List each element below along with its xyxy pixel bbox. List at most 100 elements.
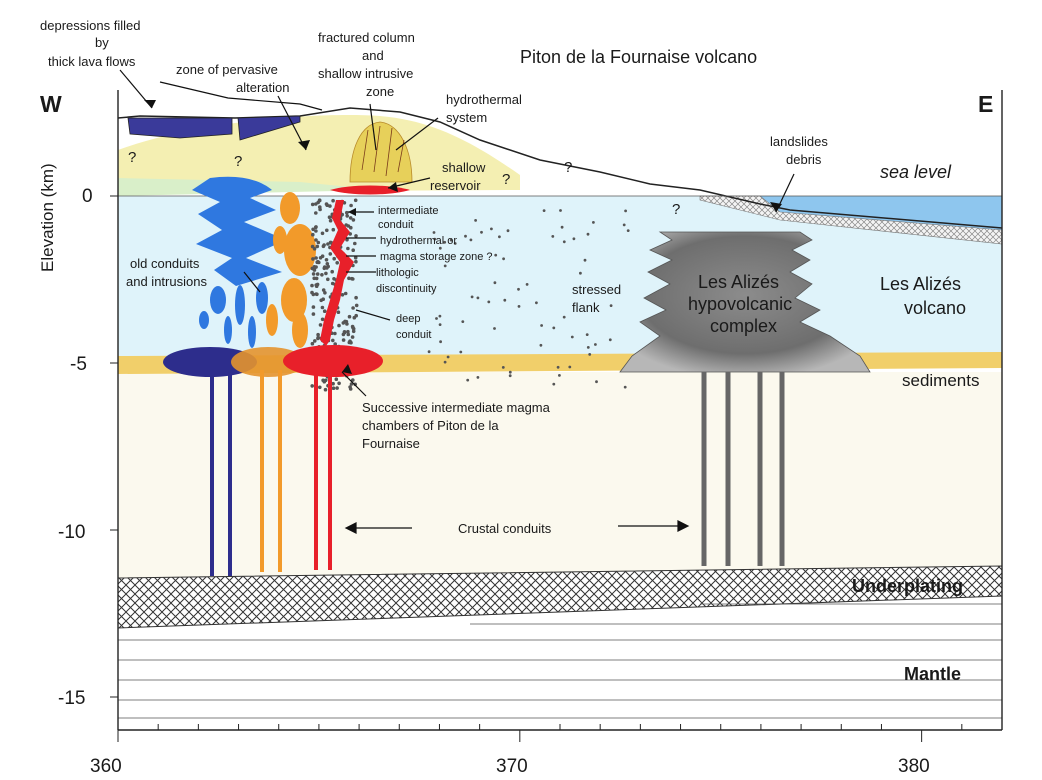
svg-text:system: system — [446, 110, 487, 125]
label-fractured-column: fractured column and shallow intrusive z… — [318, 30, 415, 99]
mantle-lines — [118, 603, 1002, 719]
seismic-dot — [353, 198, 358, 203]
seismic-dot — [346, 246, 350, 251]
seismic-dot — [316, 200, 321, 205]
seismic-dot — [525, 283, 529, 286]
seismic-dot — [560, 225, 564, 229]
lower-crust — [118, 372, 1002, 592]
seismic-dot — [320, 317, 325, 322]
seismic-dot — [310, 384, 315, 388]
seismic-dot — [312, 268, 317, 272]
svg-text:hydrothermal or: hydrothermal or — [380, 235, 457, 247]
seismic-dot — [506, 229, 510, 233]
seismic-dot — [586, 346, 590, 349]
label-shallow-reservoir: shallow reservoir — [430, 160, 486, 193]
seismic-dot — [316, 260, 320, 264]
svg-text:magma storage zone ?: magma storage zone ? — [380, 251, 493, 263]
svg-text:?: ? — [672, 201, 680, 218]
seismic-dot — [585, 333, 589, 336]
lava-depression-1 — [127, 117, 233, 139]
seismic-dot — [354, 313, 359, 318]
seismic-dot — [432, 231, 436, 234]
seismic-dot — [542, 209, 546, 213]
blue-intrusions — [199, 282, 268, 348]
seismic-dot — [493, 327, 496, 330]
seismic-dot — [350, 335, 355, 339]
svg-text:fractured column: fractured column — [318, 30, 415, 45]
seismic-dot — [311, 272, 316, 276]
seismic-dot — [595, 380, 598, 384]
seismic-dot — [331, 381, 335, 386]
crustal-conduits-arrows — [344, 520, 690, 534]
label-hydrothermal: hydrothermal system — [446, 92, 522, 125]
seismic-dot — [517, 305, 521, 308]
alizes-complex-shape — [619, 231, 871, 373]
y-axis-title: Elevation (km) — [38, 163, 57, 272]
seismic-dot — [568, 365, 572, 369]
seismic-dot — [470, 295, 474, 299]
seismic-dot — [320, 231, 325, 236]
svg-text:Les Alizés: Les Alizés — [698, 272, 779, 292]
label-intermediate-conduit: intermediate conduit — [378, 205, 439, 231]
svg-text:landslides: landslides — [770, 134, 828, 149]
seismic-dot — [586, 232, 590, 236]
seismic-dot — [331, 386, 336, 391]
label-alizes-volcano: Les Alizés volcano — [880, 274, 966, 318]
seismic-dot — [540, 324, 543, 327]
seismic-dot — [464, 234, 467, 238]
label-underplating: Underplating — [852, 576, 963, 596]
seismic-dot — [570, 335, 574, 339]
seismic-dot — [334, 377, 339, 382]
seismic-dot — [552, 326, 556, 330]
seismic-dot — [340, 293, 345, 297]
seismic-dot — [354, 295, 358, 300]
seismic-dot — [330, 269, 335, 274]
seismic-dot — [556, 365, 560, 369]
label-storage-zone: hydrothermal or magma storage zone ? — [380, 235, 493, 263]
seismic-dot — [318, 385, 322, 390]
svg-text:flank: flank — [572, 300, 600, 315]
svg-text:?: ? — [502, 171, 510, 188]
seismic-dot — [310, 283, 314, 288]
x-tick-label-380: 380 — [898, 756, 930, 777]
seismic-dot — [476, 376, 480, 379]
seismic-dot — [438, 323, 442, 326]
svg-text:and: and — [362, 48, 384, 63]
seismic-dot — [443, 240, 447, 244]
seismic-dot — [311, 292, 316, 297]
seismic-dot — [350, 324, 355, 329]
seismic-dot — [353, 382, 358, 387]
seismic-dot — [609, 304, 613, 307]
x-tick-label-370: 370 — [496, 756, 528, 777]
seismic-dot — [337, 323, 341, 328]
seismic-dot — [508, 374, 512, 378]
svg-text:zone of pervasive: zone of pervasive — [176, 62, 278, 77]
label-alizes-complex: Les Alizés hypovolcanic complex — [688, 272, 792, 336]
seismic-dot — [351, 378, 355, 382]
svg-text:?: ? — [128, 149, 136, 166]
seismic-dot — [318, 323, 323, 327]
seismic-dot — [320, 273, 324, 277]
y-tick-label-neg10: -10 — [58, 522, 85, 543]
seismic-dot — [328, 204, 332, 208]
seismic-dot — [326, 277, 330, 282]
seismic-dot — [490, 227, 493, 231]
seismic-dot — [439, 340, 442, 344]
seismic-dot — [314, 283, 319, 287]
seismic-dot — [314, 238, 318, 242]
seismic-dot — [311, 305, 316, 309]
seismic-dot — [342, 330, 347, 334]
crustal-conduits-pdf — [210, 370, 332, 576]
arrowheads — [144, 100, 782, 374]
svg-text:complex: complex — [710, 316, 777, 336]
svg-text:by: by — [95, 35, 109, 50]
label-lithologic: lithologic discontinuity — [376, 267, 437, 295]
hydrothermal-system — [349, 121, 413, 183]
seismic-dot — [449, 238, 453, 242]
magma-chamber-orange — [231, 347, 305, 377]
svg-text:conduit: conduit — [396, 329, 431, 341]
label-chambers: Successive intermediate magma chambers o… — [362, 400, 551, 451]
svg-text:old conduits: old conduits — [130, 256, 200, 271]
seismic-dot — [311, 232, 315, 237]
